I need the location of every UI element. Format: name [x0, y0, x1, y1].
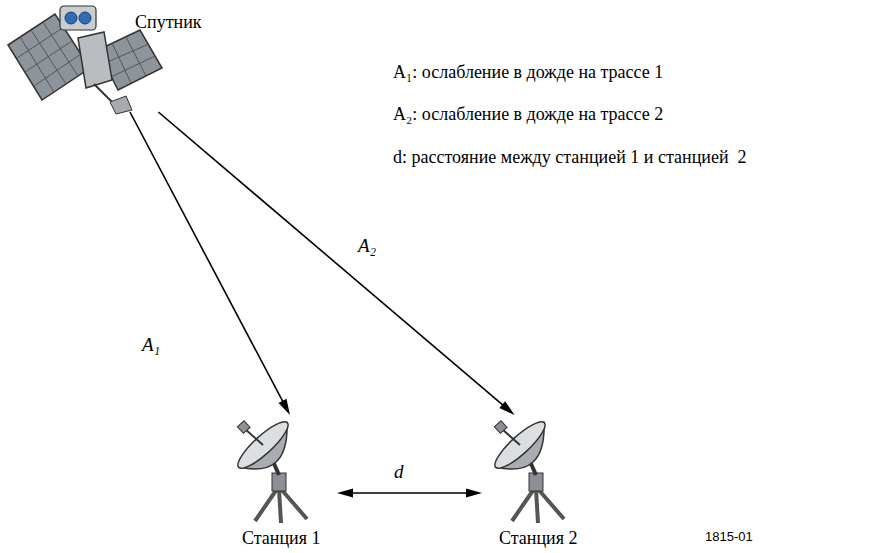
- legend-text: d: расстояние между станцией 1 и станцие…: [393, 147, 747, 167]
- station-label: Станция 2: [499, 528, 578, 548]
- arrow-connector: [337, 489, 482, 498]
- antenna-icon: [225, 415, 337, 525]
- station-label: Станция 1: [242, 528, 321, 548]
- satellite-label: Спутник: [135, 12, 202, 32]
- arrow-head: [279, 399, 290, 415]
- arrow-head: [337, 489, 353, 498]
- station-node: Станция 2: [482, 415, 594, 550]
- path-label: d: [392, 462, 406, 482]
- arrow-line: [130, 112, 283, 403]
- legend-text: A₁: ослабление в дожде на трассе 1: [393, 62, 663, 82]
- figure-number: 1815-01: [705, 527, 753, 547]
- arrow-head: [466, 489, 482, 498]
- path-label: A₁: [140, 335, 162, 355]
- satellite-node: Спутник: [10, 0, 225, 112]
- arrow-head: [499, 401, 514, 415]
- legend-text: A₂: ослабление в дожде на трассе 2: [393, 104, 663, 124]
- arrow-line: [351, 492, 468, 494]
- arrow-connector: [130, 112, 290, 415]
- path-label: A₂: [356, 236, 378, 256]
- station-node: Станция 1: [225, 415, 337, 550]
- antenna-icon: [482, 415, 594, 525]
